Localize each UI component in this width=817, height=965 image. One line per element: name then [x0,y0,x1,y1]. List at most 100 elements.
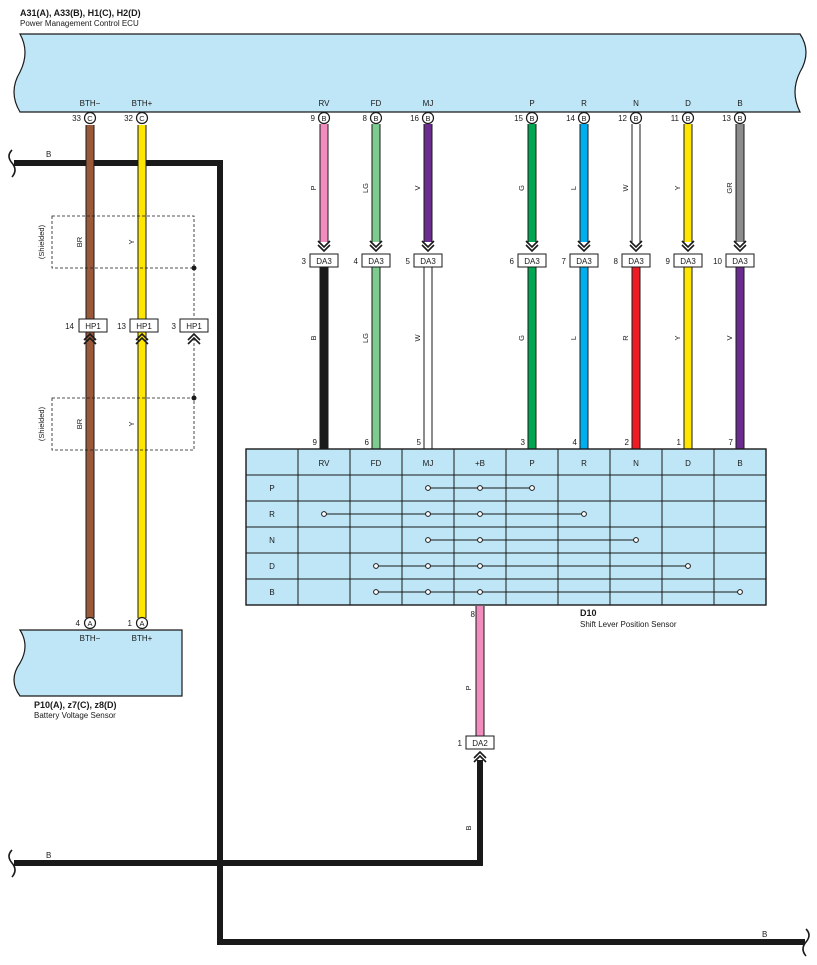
da3-name: DA3 [420,257,436,266]
ecu-pin-circle [525,111,539,125]
battery-pin-4-conn: A [87,619,92,628]
ecu-pin-label: P [529,99,534,108]
ecu-box [13,33,807,113]
continuity-node [373,589,379,595]
hp1-connector-13: HP1 13 [117,318,159,345]
continuity-node [477,589,483,595]
ecu-pin-circle [577,111,591,125]
table-row-header: D [269,562,275,571]
lower-wire-color: L [569,336,578,340]
battery-pin-4-num: 4 [76,619,81,628]
continuity-node [321,511,327,517]
ecu-codes: A31(A), A33(B), H1(C), H2(D) [20,8,141,18]
da3-connector-5: DA3 5 [406,253,443,268]
sensor-pin-num: 1 [677,438,682,447]
shift-sensor-code: D10 [580,608,597,618]
chevron-down-icon [629,240,643,253]
continuity-node [425,563,431,569]
sensor-pin-num: 5 [417,438,422,447]
ecu-pin-label: RV [319,99,331,108]
upper-wire-color: W [621,184,630,192]
sensor-pin-num: 7 [729,438,734,447]
da3-num: 9 [666,257,671,266]
da3-num: 4 [354,257,359,266]
shield-drain [191,265,197,401]
lower-wire-N: R2 [621,267,641,449]
ecu-pin-BTH+: BTH+C32 [124,99,153,125]
ground-label-top: B [46,150,51,159]
table-row-header: B [269,588,274,597]
continuity-node [633,537,639,543]
sensor-ground-lower-wire: B [464,825,473,830]
ecu-pin-num: 14 [566,114,575,123]
ecu-pin-circle [83,111,97,125]
upper-wire-B: GR [725,124,747,253]
ecu-pin-circle [421,111,435,125]
sensor-pin-num: 9 [313,438,318,447]
ecu-pin-num: 15 [514,114,523,123]
ecu-pin-N: NB 12 [618,99,643,125]
sensor-pin-num: 4 [573,438,578,447]
shield-bottom: (Shielded) BR Y [37,397,195,451]
da3-num: 5 [406,257,411,266]
ecu-pin-label: N [633,99,639,108]
lower-wire-color: V [725,335,734,340]
ground-label-mid: B [46,851,51,860]
shield-wire-br-top: BR [75,236,84,247]
table-row-header: R [269,510,275,519]
ecu-pin-conn: B [633,114,638,123]
ecu-pin-conn: B [529,114,534,123]
da2-connector-name: DA2 [472,739,488,748]
ecu-pin-num: 33 [72,114,81,123]
ground-label-bottom: B [762,930,767,939]
ecu-pin-circle [135,111,149,125]
da3-num: 10 [713,257,722,266]
lower-wire-R: L4 [569,267,589,449]
ecu-pin-label: MJ [423,99,434,108]
ecu-pin-circle [733,111,747,125]
battery-pin-1-num: 1 [128,619,133,628]
table-col-header: +B [475,459,485,468]
da3-name: DA3 [368,257,384,266]
hp1-name-13: HP1 [136,322,152,331]
ecu-pin-circle [629,111,643,125]
lower-wire-RV: B9 [309,267,329,449]
hp1-connector-3: HP1 3 [172,318,209,345]
hp1-name-3: HP1 [186,322,202,331]
shield-top: (Shielded) BR Y [37,215,195,269]
battery-pin-4: A 4 BTH− [76,616,101,643]
continuity-row-D [373,563,691,569]
continuity-node [425,537,431,543]
continuity-row-R [321,511,587,517]
shield-wire-y-top: Y [127,239,136,244]
continuity-node [477,563,483,569]
table-col-header: RV [319,459,331,468]
continuity-node [373,563,379,569]
continuity-node [685,563,691,569]
ecu-pin-P: PB 15 [514,99,539,125]
ecu-pin-num: 12 [618,114,627,123]
ecu-pin-num: 11 [671,114,680,123]
battery-sensor-box [13,629,183,697]
chevron-down-icon [317,240,331,253]
lower-wire-color: LG [361,333,370,343]
upper-wire-N: W [621,124,643,253]
chevron-down-icon [681,240,695,253]
continuity-node [477,537,483,543]
ecu-pin-conn: B [373,114,378,123]
ecu-pin-conn: C [87,114,93,123]
upper-wire-color: G [517,185,526,191]
shield-wire-y-bottom: Y [127,421,136,426]
lower-wire-FD: LG6 [361,267,381,449]
ecu-pin-conn: B [581,114,586,123]
continuity-node [425,589,431,595]
